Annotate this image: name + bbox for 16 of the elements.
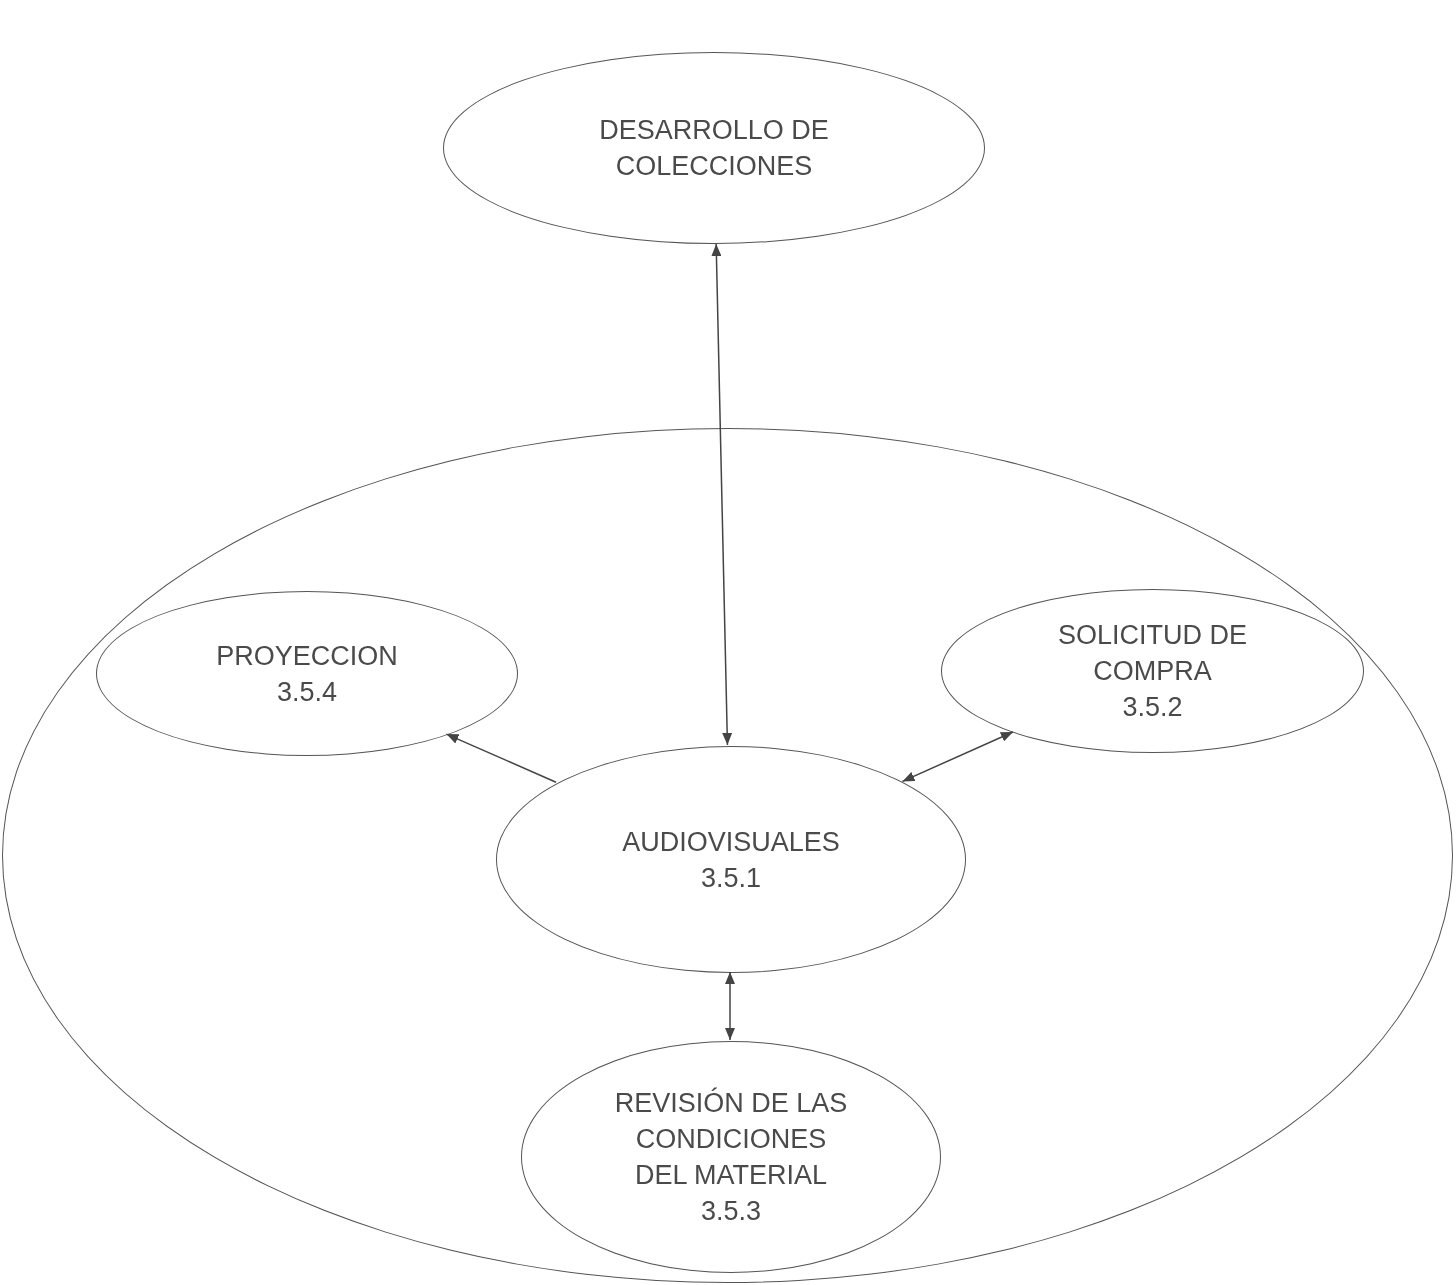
process-name: DESARROLLO DE COLECCIONES: [598, 114, 830, 183]
arrow: [445, 733, 557, 783]
process-name: PROYECCION: [216, 639, 398, 673]
process-ellipse: [96, 591, 518, 756]
process-number: 3.5.4: [276, 675, 338, 709]
process-ellipse: [496, 746, 966, 973]
process-number: 3.5.1: [700, 861, 762, 895]
process-name: AUDIOVISUALES: [622, 825, 840, 859]
arrow: [901, 731, 1014, 783]
arrow: [711, 243, 733, 746]
process-name: SOLICITUD DE COMPRA: [1057, 619, 1248, 688]
process-number: 3.5.3: [700, 1195, 762, 1228]
process-number: 3.5.2: [1122, 691, 1183, 724]
process-name: REVISIÓN DE LAS CONDICIONES DEL MATERIAL: [613, 1086, 849, 1192]
arrow: [725, 971, 735, 1041]
boundary-ellipse: [2, 428, 1453, 1283]
